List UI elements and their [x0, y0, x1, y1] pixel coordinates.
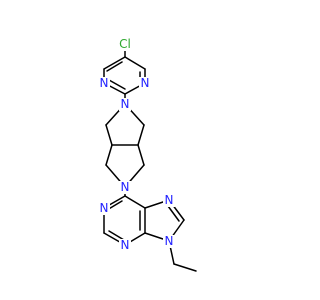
pyrimidine-nitrogen-right: N — [139, 76, 151, 90]
bond-c5-c6 — [124, 195, 146, 209]
bond-c2-n3-double — [108, 230, 125, 241]
bond-c5-c6 — [103, 56, 126, 70]
purine-n9-label: N — [165, 234, 174, 248]
purine-nitrogen-9: N — [163, 234, 175, 248]
bond-ch2-right-ch-right — [137, 124, 145, 146]
purine-n1-label: N — [100, 201, 109, 215]
pyrrolidine-n-bottom-label: N — [121, 180, 130, 194]
bond-c5-c6-double — [106, 61, 123, 72]
purine-nitrogen-1: N — [98, 201, 110, 215]
bond-ch2-left-ch-left — [105, 124, 113, 146]
pyrrolidine-n-top-label: N — [121, 97, 130, 111]
pyrimidine-nitrogen-left: N — [98, 76, 110, 90]
pyrimidine-n-right-label: N — [141, 76, 150, 90]
chlorine-label: Cl — [119, 37, 131, 51]
bond-c2-n1-double — [108, 79, 126, 90]
bond-ch-right-ch2-lower — [137, 144, 145, 166]
bond-c5-c4 — [124, 56, 146, 70]
pyrrolidine-nitrogen-bottom: N — [119, 180, 131, 194]
molecule-diagram: Cl N N N N N N N — [98, 37, 197, 272]
bond-ch-left-ch2-lower — [105, 144, 113, 166]
atom-label-layer: Cl N N N N N N N — [98, 37, 175, 252]
purine-nitrogen-7: N — [163, 193, 175, 207]
pyrrolidine-nitrogen-top: N — [119, 97, 131, 111]
bond-n7-c8-double — [167, 205, 180, 222]
pyrimidine-n-left-label: N — [100, 76, 109, 90]
purine-n7-label: N — [165, 193, 174, 207]
purine-nitrogen-3: N — [119, 238, 131, 252]
chlorine-atom: Cl — [116, 37, 134, 51]
bond-ch2-ch3 — [173, 263, 197, 272]
purine-n3-label: N — [121, 238, 130, 252]
